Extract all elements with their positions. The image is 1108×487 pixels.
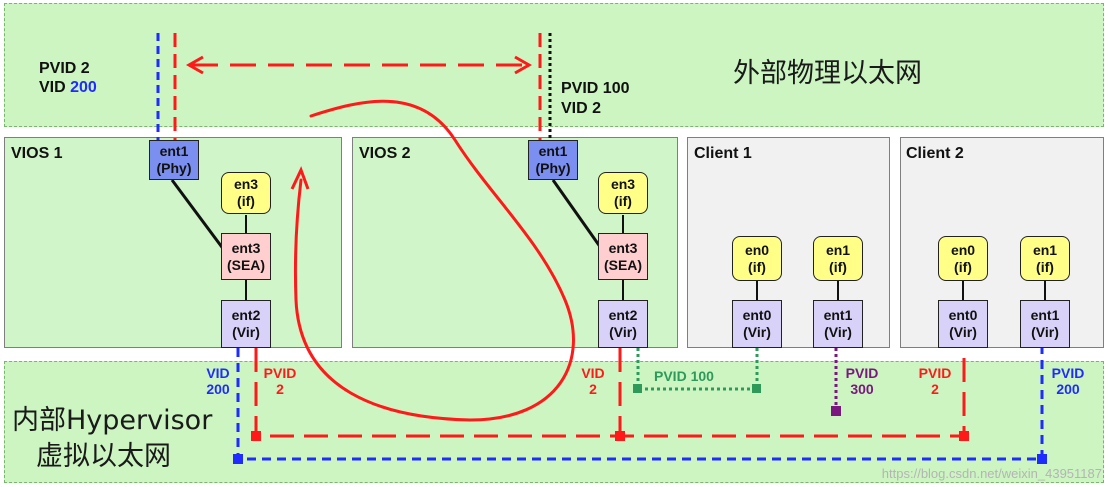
red-node-vios1 [251, 431, 261, 441]
client2-title: Client 2 [906, 145, 964, 162]
hypervisor-title-line1: 内部Hypervisor [12, 405, 213, 436]
vios2-ent1-phy-adapter: ent1(Phy) [528, 140, 578, 180]
left-pvid-label: PVID 2 [39, 60, 90, 77]
vios2-title: VIOS 2 [359, 145, 411, 162]
vios1-en3-if-adapter: en3(if) [221, 172, 271, 214]
green-vlan-100-line [636, 348, 759, 391]
vios1-ent2-vir-adapter: ent2(Vir) [221, 300, 271, 348]
vios2-ent2-vir-adapter: ent2(Vir) [598, 300, 648, 348]
external-arrow-right-head [514, 55, 533, 75]
red-node-client2 [959, 431, 969, 441]
client2-ent1-vir-adapter: ent1(Vir) [1020, 300, 1070, 348]
client1-ent0-vir-adapter: ent0(Vir) [732, 300, 782, 348]
purple-node-client1 [831, 406, 841, 416]
right-vid-label: VID 2 [561, 100, 602, 117]
red-vlan-2-line [254, 348, 966, 438]
blue-vlan-200-line [236, 348, 1044, 461]
vios1-phy-sea-link [170, 179, 232, 259]
hypervisor-title-line2: 虚拟以太网 [36, 441, 171, 472]
blue-node-client2 [1037, 454, 1047, 464]
client2-en1-if-adapter: en1(if) [1020, 236, 1070, 281]
vios2-en3-if-adapter: en3(if) [598, 172, 648, 214]
red-hand-drawn-loop [293, 99, 575, 422]
client1-pvid-100-label: PVID 100 [654, 368, 714, 384]
vios1-ent1-phy-adapter: ent1(Phy) [149, 140, 199, 180]
red-loop-arrow-head [290, 166, 310, 190]
client2-en0-if-adapter: en0(if) [938, 236, 988, 281]
vios2-ent3-sea-adapter: ent3(SEA) [598, 233, 648, 280]
external-arrow-left-head [185, 55, 204, 75]
right-pvid-label: PVID 100 [561, 80, 630, 97]
client1-en0-if-adapter: en0(if) [732, 236, 782, 281]
watermark: https://blog.csdn.net/weixin_43951187 [881, 466, 1102, 481]
client2-ent0-vir-adapter: ent0(Vir) [938, 300, 988, 348]
blue-node-vios1 [233, 454, 243, 464]
hypervisor-region [4, 361, 1104, 483]
vios1-ent3-sea-adapter: ent3(SEA) [221, 233, 271, 280]
client2-box [900, 137, 1104, 348]
client1-en1-if-adapter: en1(if) [813, 236, 863, 281]
client1-title: Client 1 [694, 145, 752, 162]
green-node-vios2 [633, 384, 642, 393]
red-node-vios2 [615, 431, 625, 441]
green-node-client1 [752, 384, 761, 393]
vios1-title: VIOS 1 [11, 145, 63, 162]
client1-ent1-vir-adapter: ent1(Vir) [813, 300, 863, 348]
left-vid-label: VID 200 [39, 79, 97, 96]
external-ethernet-title: 外部物理以太网 [733, 58, 922, 89]
